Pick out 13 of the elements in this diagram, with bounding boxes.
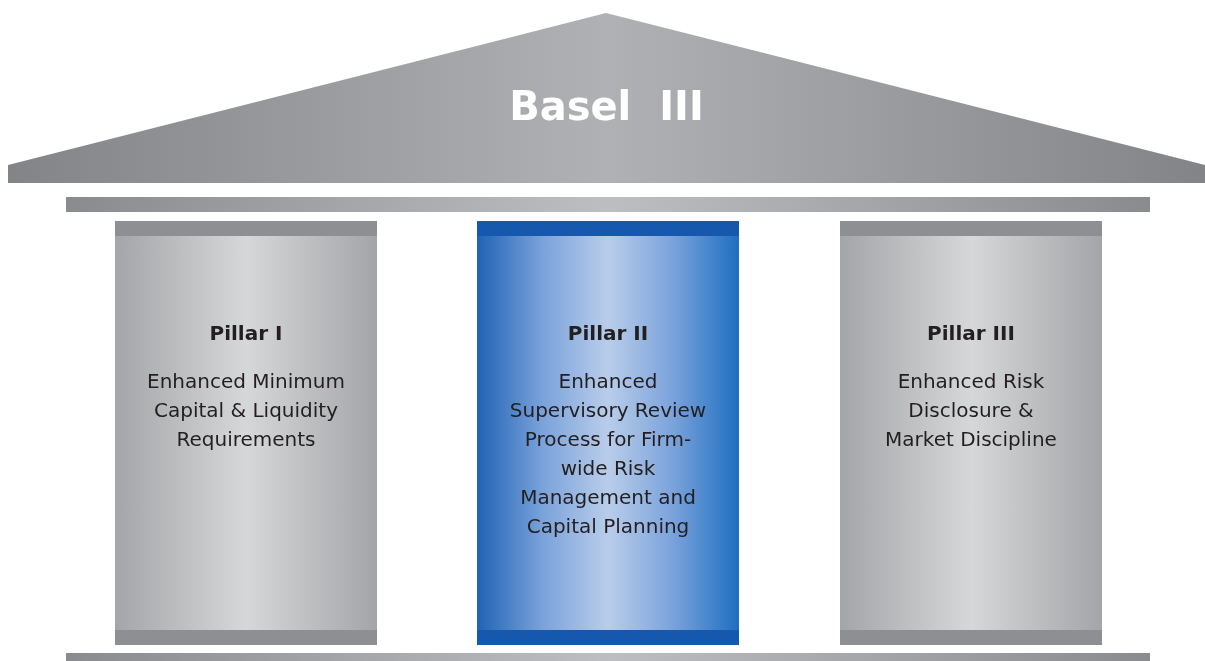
pillar: [840, 221, 1102, 645]
pillar: [477, 221, 739, 645]
roof-title: Basel III: [508, 83, 705, 129]
base-step: [66, 653, 1150, 661]
pillar-heading: Pillar II: [567, 321, 649, 345]
pillar-description: Enhanced Supervisory Review Process for Firm-wide Risk Management and Capital Planning: [508, 368, 708, 540]
pillar-description: Enhanced Risk Disclosure & Market Discipline: [884, 368, 1058, 453]
pillar-heading: Pillar III: [927, 321, 1015, 345]
pillar: [115, 221, 377, 645]
pillar-description: Enhanced Minimum Capital & Liquidity Requirements: [146, 368, 346, 453]
architrave-beam: [66, 197, 1150, 212]
roof: [8, 13, 1205, 183]
pillar-heading: Pillar I: [209, 321, 283, 345]
